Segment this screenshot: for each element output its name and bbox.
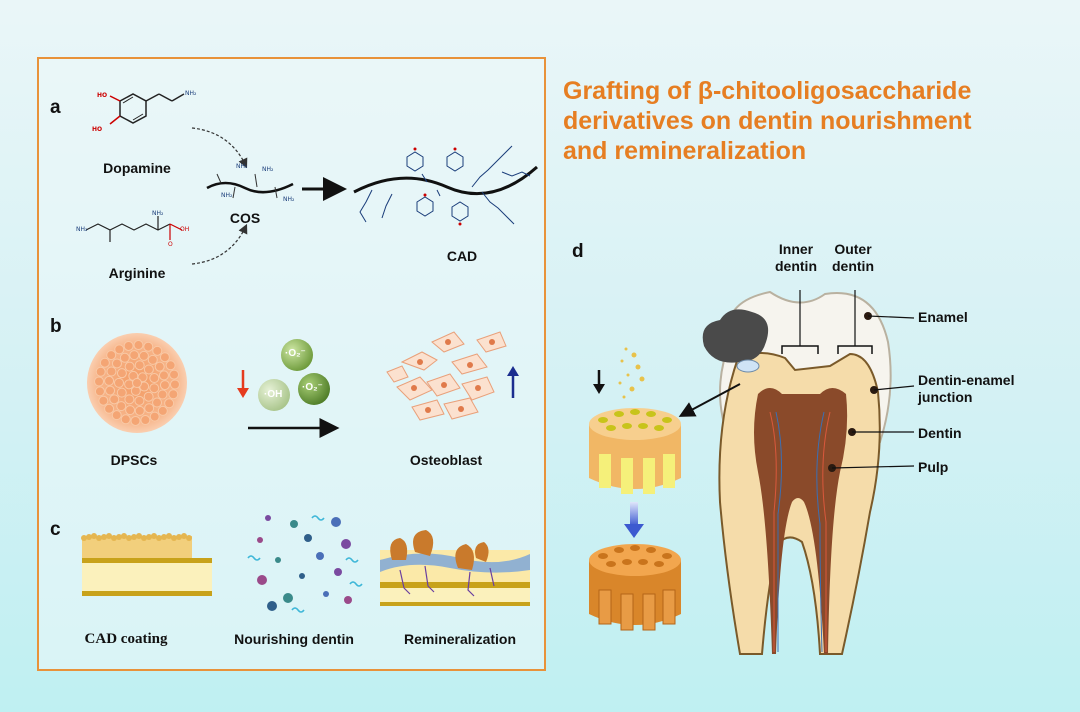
dopamine-ho-bottom: HO [92, 126, 103, 133]
arginine-nh2-left: NH₂ [76, 226, 88, 233]
cos-nh2-b: NH₂ [221, 192, 233, 199]
cos-chain [206, 173, 294, 199]
osteoblast-cells [386, 331, 507, 421]
dej-line-2: junction [918, 389, 973, 405]
outer-dentin-line-2: dentin [832, 258, 874, 274]
cos-nh2-c: NH₂ [262, 166, 274, 173]
cos-nh2-a: NH₂ [236, 163, 248, 170]
panel-a-label: a [50, 97, 61, 118]
arginine-o: O [168, 241, 173, 248]
ros-sphere-1 [281, 339, 313, 371]
release-down-arrow [593, 370, 605, 394]
ros-sphere-3 [298, 373, 330, 405]
arginine-nh2-top: NH₂ [152, 210, 164, 217]
arginine-oh: OH [180, 226, 190, 233]
cad-coating-label: CAD coating [84, 631, 168, 647]
cad-label: CAD [446, 248, 478, 264]
dej-label: Dentin-enamel junction [918, 372, 1014, 406]
dpscs-cell-cluster [87, 333, 187, 433]
differentiation-arrow [248, 418, 340, 438]
cad-coating-illustration [81, 533, 212, 596]
panel-b-label: b [50, 316, 62, 337]
ros-sphere-2 [258, 379, 290, 411]
panel-d-label: d [572, 241, 584, 262]
cad-structure [353, 145, 538, 226]
open-tubules-block [589, 408, 681, 494]
dopamine-nh2: NH₂ [185, 90, 197, 97]
remineralization-illustration [380, 530, 530, 606]
pulp-label: Pulp [918, 459, 949, 475]
remineralization-label: Remineralization [403, 631, 517, 647]
title-line-3: and remineralization [563, 137, 807, 165]
dpscs-label: DPSCs [110, 452, 158, 468]
falling-particles [618, 347, 645, 399]
cos-to-cad-arrow [302, 177, 347, 201]
dopamine-ho-top: HO [97, 92, 108, 99]
arginine-to-cos-arrow [191, 223, 248, 265]
zoom-arrow [678, 383, 741, 417]
dej-line-1: Dentin-enamel [918, 372, 1015, 388]
nourishing-particles [247, 515, 363, 613]
figure-title: Grafting of β-chitooligosaccharide deriv… [563, 76, 1063, 166]
ros-label-2: ·OH [264, 389, 283, 400]
cos-label: COS [229, 210, 261, 226]
osteoblast-label: Osteoblast [409, 452, 483, 468]
nourishing-dentin-label: Nourishing dentin [234, 631, 354, 647]
cos-nh2-d: NH₂ [283, 196, 295, 203]
panel-c-label: c [50, 519, 61, 540]
transition-arrow [624, 502, 644, 538]
tooth-illustration [702, 290, 915, 655]
osteogenesis-up-arrow [507, 366, 519, 398]
inner-dentin-line-1: Inner [778, 241, 814, 257]
outer-dentin-label: Outer dentin [832, 241, 874, 275]
ros-label-3: ·O₂⁻ [302, 382, 323, 393]
enamel-label: Enamel [918, 309, 968, 325]
dopamine-structure [109, 93, 185, 125]
dopamine-to-cos-arrow [191, 127, 248, 169]
ros-down-arrow [237, 370, 249, 398]
inner-dentin-line-2: dentin [775, 258, 817, 274]
inner-dentin-label: Inner dentin [775, 241, 817, 275]
title-line-2: derivatives on dentin nourishment [563, 107, 972, 135]
sealed-tubules-block [589, 544, 681, 631]
dentin-label: Dentin [918, 425, 962, 441]
ros-label-1: ·O₂⁻ [285, 348, 306, 359]
arginine-label: Arginine [108, 265, 166, 281]
dopamine-label: Dopamine [103, 160, 171, 176]
arginine-structure [85, 216, 183, 242]
title-line-1: Grafting of β-chitooligosaccharide [563, 77, 972, 105]
outer-dentin-line-1: Outer [834, 241, 872, 257]
